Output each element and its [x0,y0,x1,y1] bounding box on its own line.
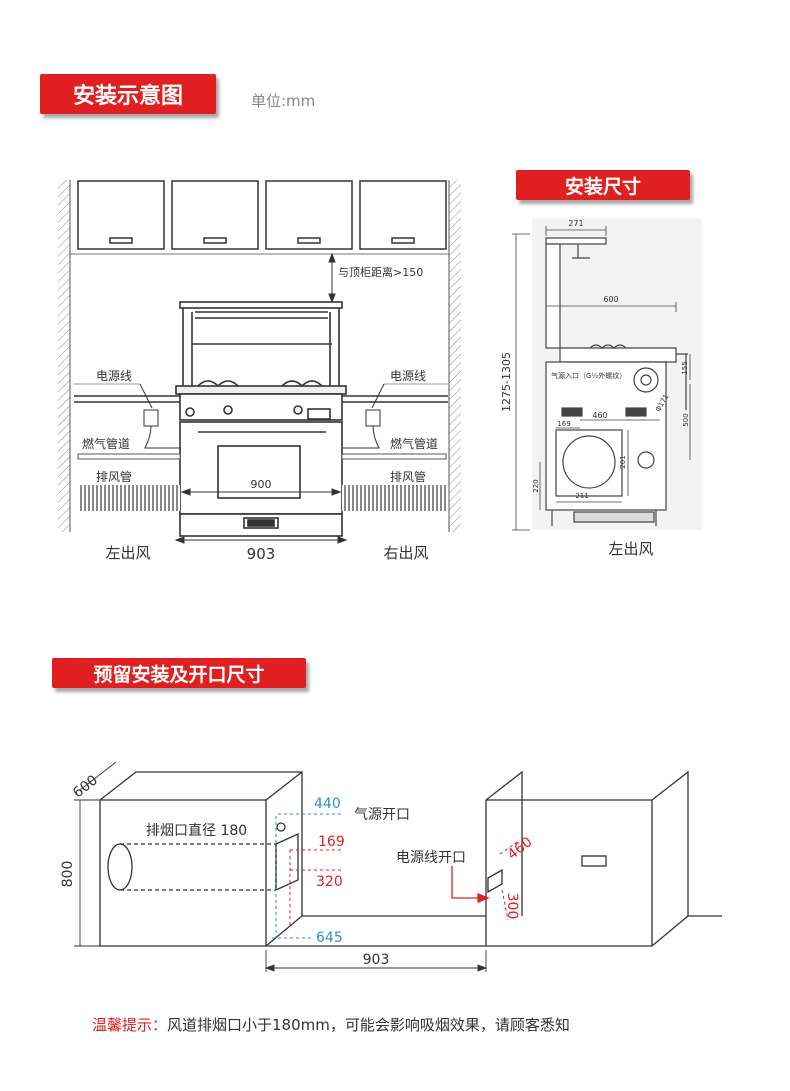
exhaust-duct-right [342,485,446,511]
power-socket-left [74,383,181,449]
gas-pipes [77,453,447,460]
exhaust-duct-left [78,485,180,511]
install-size-title-text: 安装尺寸 [564,175,641,198]
install-illustration: 与顶柜距离>150 [58,180,702,563]
side-view-drawing [545,237,688,526]
dim-440-label: 440 [314,796,341,812]
install-diagram-title: 安装示意图 [40,74,216,114]
power-line-right-label: 电源线 [390,369,426,383]
gas-opening-guides [272,813,344,939]
side-view-left-outlet-label: 左出风 [608,540,653,558]
right-wall [449,180,461,532]
install-size-title: 安装尺寸 [516,170,690,200]
exhaust-pipe-right-label: 排风管 [390,469,426,484]
gas-opening-label: 气源开口 [354,807,410,823]
dim-169: 169 [557,420,570,428]
warm-tip: 温馨提示：风道排烟口小于180mm，可能会影响吸烟效果，请顾客悉知 [92,1014,570,1035]
gas-pipe-right-label: 燃气管道 [390,436,438,451]
dim-460-label: 460 [505,834,536,863]
section3-dimension-lines [74,761,488,972]
dim-300-label: 300 [504,893,520,920]
exhaust-diameter-label: 排烟口直径 180 [146,822,247,839]
gas-inlet-label: 气源入口（G½外螺纹） [551,371,626,380]
exhaust-opening-guides [289,839,521,928]
dim-169-label: 169 [318,834,345,850]
left-outlet-label: 左出风 [105,544,150,562]
clearance-dimension [328,252,336,304]
dim-211: 211 [575,492,588,500]
dim-155: 155 [681,361,689,374]
dim-220: 220 [532,479,540,492]
total-width-dimension [174,536,348,544]
dim-600: 600 [603,295,618,304]
dim-903-label: 903 [363,952,390,968]
install-diagram-title-text: 安装示意图 [72,84,183,109]
height-800-label: 800 [60,861,76,888]
power-opening-arrow [451,866,490,903]
power-opening-label: 电源线开口 [396,850,466,866]
dim-271: 271 [568,219,583,228]
right-outlet-label: 右出风 [383,544,428,562]
exhaust-pipe-left-label: 排风管 [96,469,132,484]
unit-label: 单位:mm [251,92,316,110]
countertop [74,395,448,403]
dim-height-range: 1275-1305 [500,352,513,412]
dim-645-label: 645 [316,930,343,946]
reserved-opening-title: 预留安装及开口尺寸 [52,658,306,688]
oven-width-label: 900 [251,478,272,491]
warm-tip-label: 温馨提示： [92,1016,168,1034]
clearance-label: 与顶柜距离>150 [338,265,423,279]
dim-201: 201 [619,455,627,468]
dim-460: 460 [592,411,607,420]
dim-500: 500 [682,413,690,426]
total-width-label: 903 [247,545,276,563]
depth-600-label: 600 [70,772,101,801]
left-wall [58,180,70,532]
power-socket-right [343,383,448,449]
power-line-left-label: 电源线 [96,369,132,383]
reserved-opening-title-text: 预留安装及开口尺寸 [93,663,265,686]
cabinet-outline [99,770,722,947]
gas-pipe-left-label: 燃气管道 [82,436,130,451]
side-view-dimensions [512,226,691,531]
integrated-stove [175,301,347,537]
dim-320-label: 320 [316,874,343,890]
upper-cabinets [77,180,447,250]
warm-tip-text: 风道排烟口小于180mm，可能会影响吸烟效果，请顾客悉知 [167,1016,570,1034]
oven-width-dimension [180,488,342,496]
